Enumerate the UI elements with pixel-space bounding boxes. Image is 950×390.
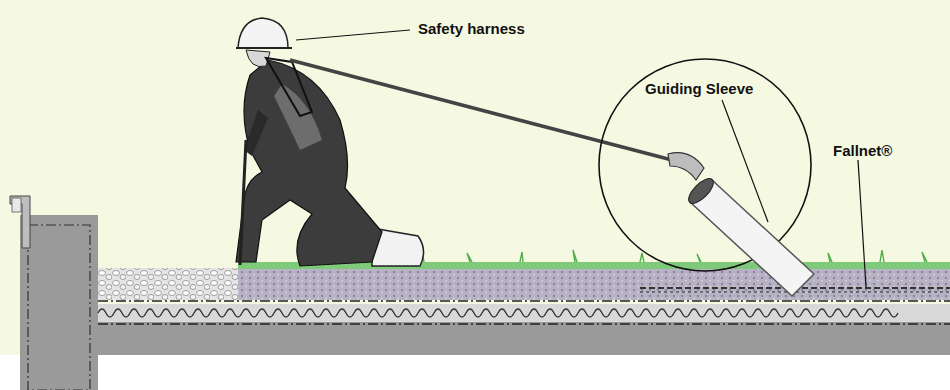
wall-membrane bbox=[28, 225, 90, 390]
leader-line bbox=[858, 160, 866, 287]
helmet-brim bbox=[236, 47, 292, 49]
worker-figure bbox=[236, 18, 424, 266]
carabiner-hook bbox=[668, 153, 704, 180]
protection-mat bbox=[98, 323, 950, 325]
callout-label: Guiding Sleeve bbox=[645, 80, 753, 98]
flashing-clip bbox=[12, 198, 21, 212]
drainage-waves bbox=[98, 309, 898, 317]
leader-line bbox=[296, 30, 410, 40]
harness-straps bbox=[266, 58, 312, 116]
callout-label: Fallnet® bbox=[833, 142, 892, 160]
roof-slab bbox=[20, 322, 950, 355]
filter-fleece bbox=[98, 300, 950, 302]
drainage-layer bbox=[98, 304, 950, 322]
hand-tool bbox=[240, 140, 246, 265]
worker-shading bbox=[274, 84, 322, 150]
leader-line bbox=[722, 100, 768, 222]
detail-circle bbox=[599, 59, 811, 271]
interior-space bbox=[0, 355, 950, 390]
sleeve-cap bbox=[685, 175, 718, 208]
helmet bbox=[238, 18, 288, 48]
gravel-strip bbox=[98, 268, 238, 300]
worker-arm bbox=[244, 110, 268, 156]
metal-flashing bbox=[10, 196, 30, 248]
guiding-sleeve bbox=[690, 180, 814, 296]
worker-body bbox=[236, 60, 382, 266]
substrate-layer bbox=[238, 268, 950, 300]
callout-label: Safety harness bbox=[418, 20, 525, 38]
parapet-wall bbox=[20, 215, 98, 390]
